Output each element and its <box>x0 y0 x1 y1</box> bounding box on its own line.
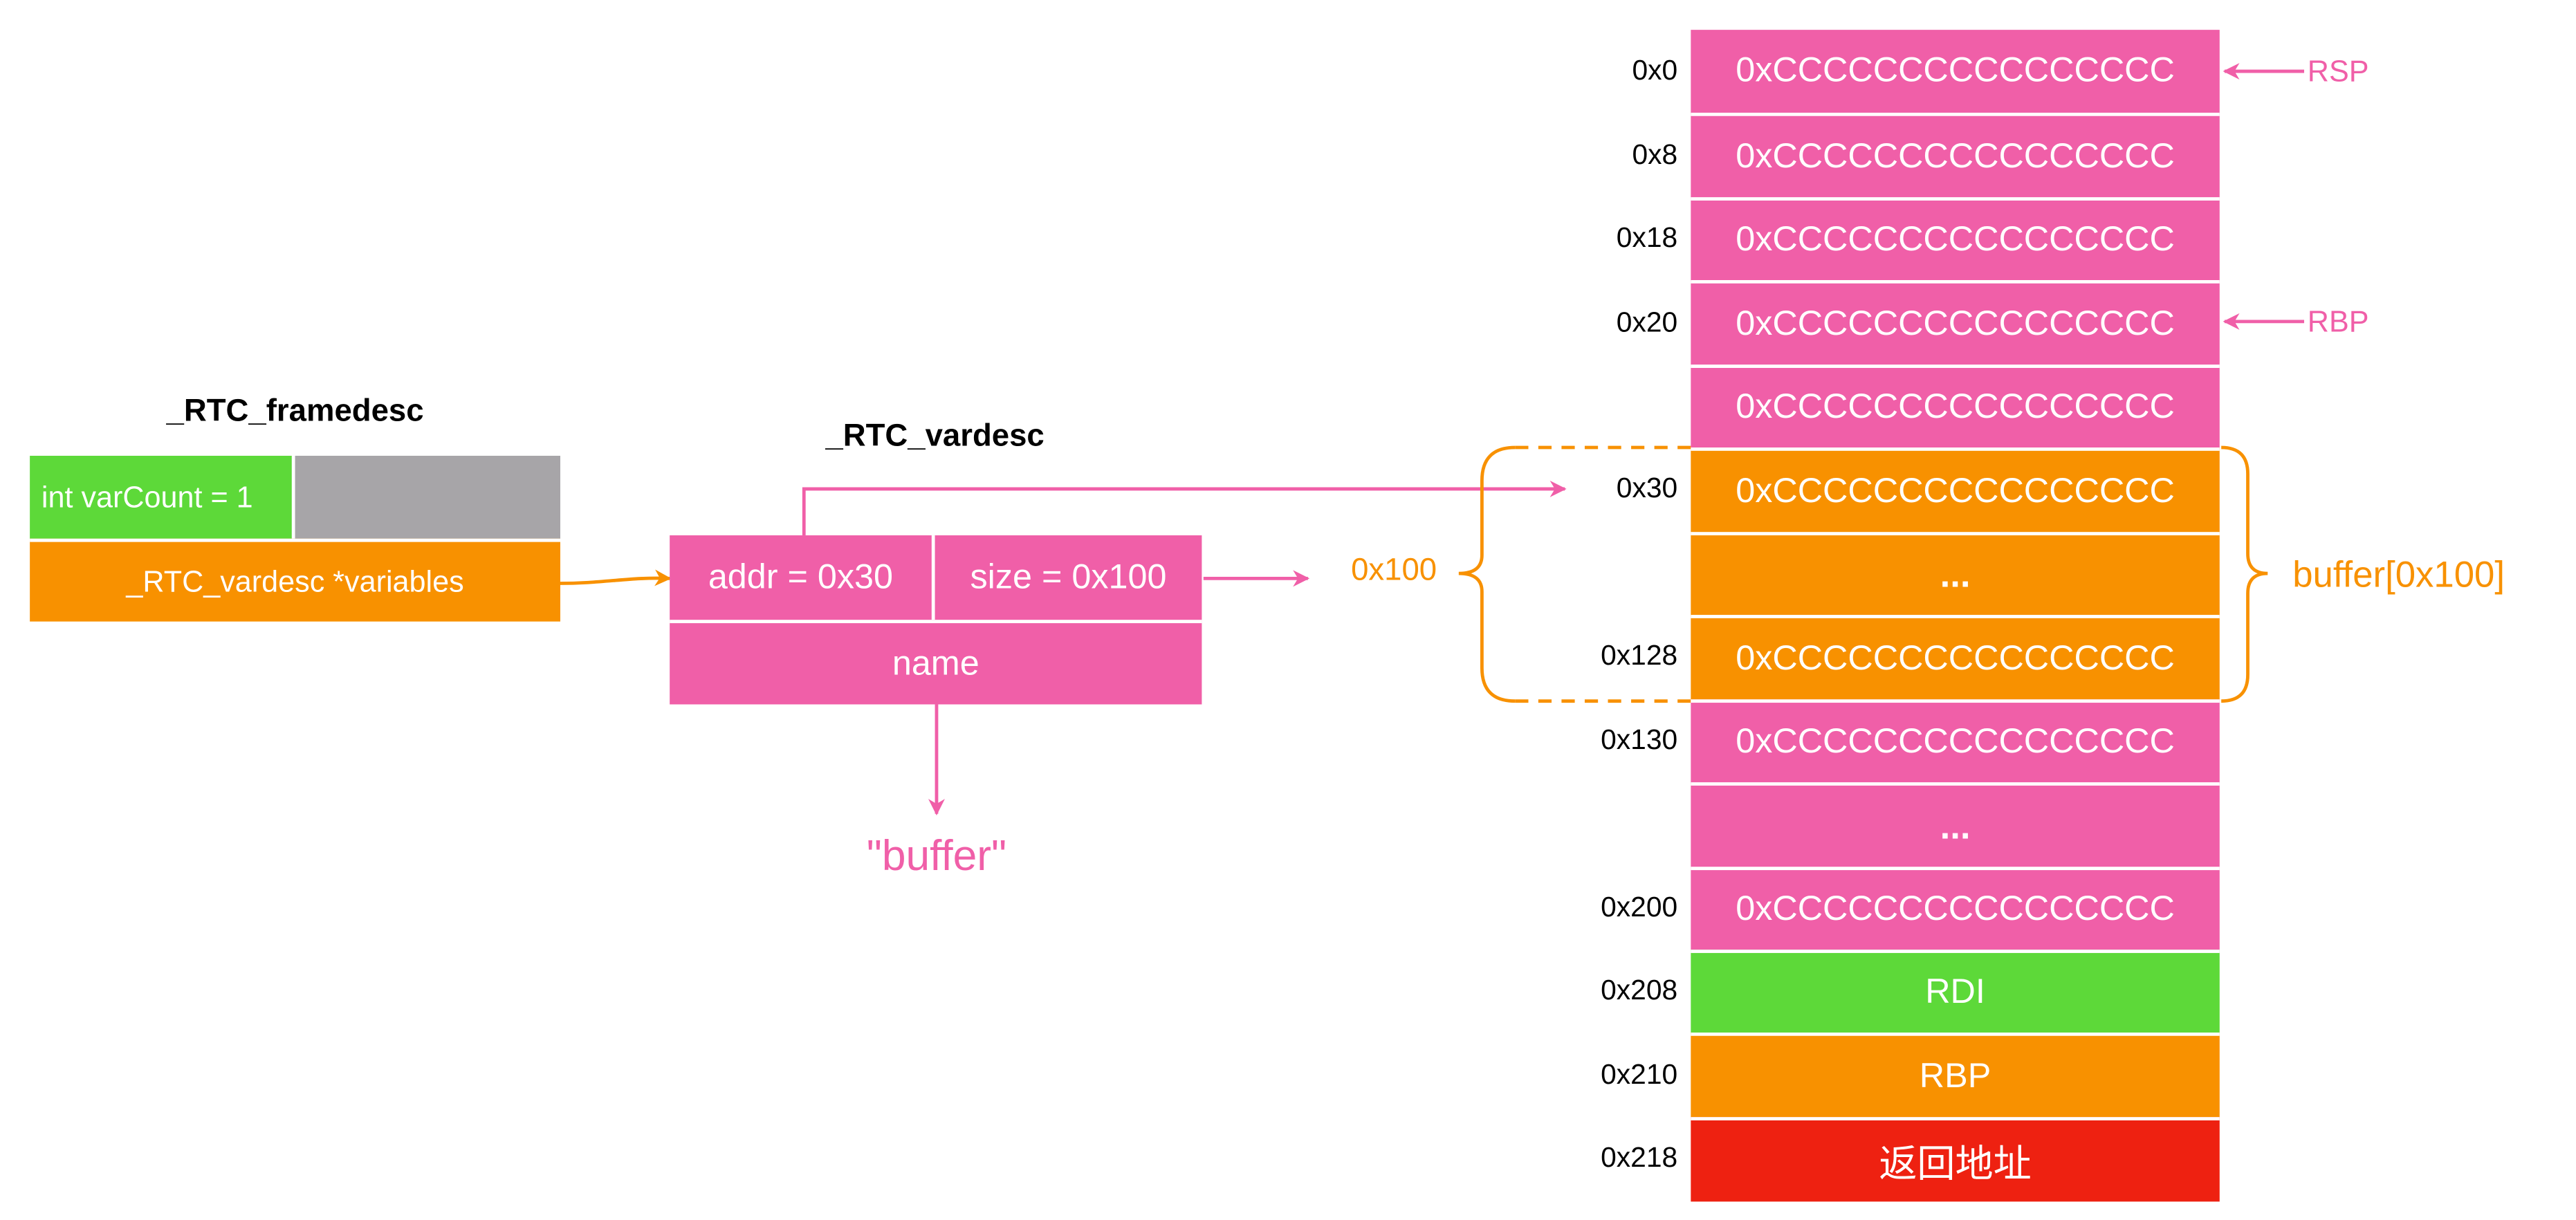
stack-slot: 0xCCCCCCCCCCCCCCCC <box>1691 113 2220 198</box>
stack-offset-label: 0x20 <box>1616 306 1678 338</box>
stack-slot: 0xCCCCCCCCCCCCCCCC <box>1691 866 2220 951</box>
buffer-size-label: 0x100 <box>1351 553 1437 589</box>
stack-slot: 0xCCCCCCCCCCCCCCCC <box>1691 615 2220 700</box>
stack-offset-label: 0x30 <box>1616 473 1678 505</box>
varcount-field: int varCount = 1 <box>30 456 295 539</box>
stack-slot: 返回地址 <box>1691 1116 2220 1201</box>
stack-offset-label: 0x128 <box>1601 640 1678 672</box>
stack-slot: 0xCCCCCCCCCCCCCCCC <box>1691 364 2220 449</box>
variables-field: _RTC_vardesc *variables <box>30 538 560 622</box>
name-value: "buffer" <box>866 829 1007 880</box>
stack-offset-label: 0x0 <box>1632 55 1678 87</box>
stack-offset-label: 0x8 <box>1632 138 1678 171</box>
framedesc-padding <box>295 456 560 539</box>
stack-slot: 0xCCCCCCCCCCCCCCCC <box>1691 447 2220 533</box>
stack-slot: 0xCCCCCCCCCCCCCCCC <box>1691 699 2220 784</box>
framedesc-title: _RTC_framedesc <box>166 394 424 429</box>
stack-offset-label: 0x200 <box>1601 891 1678 923</box>
stack-slot: 0xCCCCCCCCCCCCCCCC <box>1691 280 2220 365</box>
name-field: name <box>670 620 1202 705</box>
vardesc-title: _RTC_vardesc <box>825 419 1045 454</box>
rsp-label: RSP <box>2307 55 2369 89</box>
right-brace <box>2221 445 2268 703</box>
stack-slot: 0xCCCCCCCCCCCCCCCC <box>1691 30 2220 115</box>
stack-offset-label: 0x130 <box>1601 723 1678 756</box>
stack-slot: 0xCCCCCCCCCCCCCCCC <box>1691 196 2220 281</box>
stack-offset-label: 0x208 <box>1601 974 1678 1007</box>
stack-offset-label: 0x218 <box>1601 1142 1678 1174</box>
size-field: size = 0x100 <box>935 535 1202 620</box>
addr-pointer-arrow <box>802 480 1567 536</box>
stack-slot: RBP <box>1691 1033 2220 1118</box>
stack-offset-label: 0x18 <box>1616 222 1678 254</box>
stack-slot: RDI <box>1691 949 2220 1035</box>
rbp-label: RBP <box>2307 304 2369 338</box>
variables-pointer-arrow <box>558 569 672 586</box>
addr-field: addr = 0x30 <box>670 535 935 620</box>
buffer-name-label: buffer[0x100] <box>2292 553 2505 595</box>
stack-offset-label: 0x210 <box>1601 1058 1678 1090</box>
stack-slot: ... <box>1691 531 2220 616</box>
stack-slot: ... <box>1691 782 2220 867</box>
left-brace <box>1458 445 1516 703</box>
